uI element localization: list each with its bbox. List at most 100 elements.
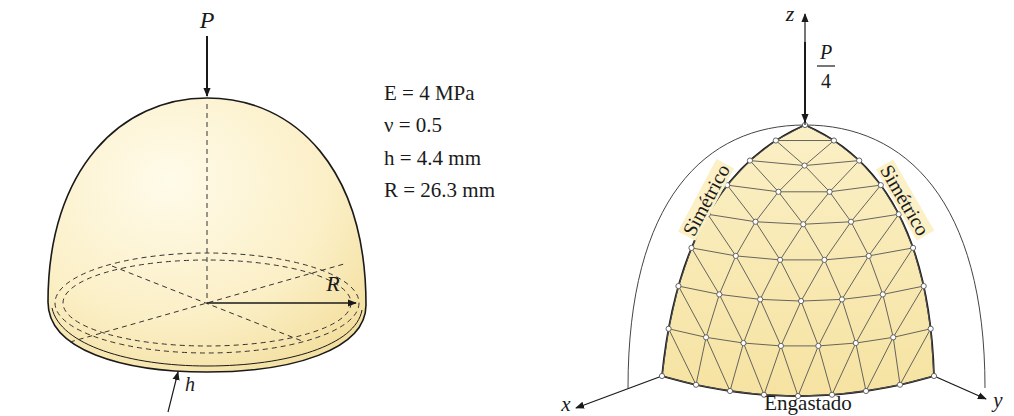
mesh-node (831, 138, 836, 143)
mesh-edge (856, 337, 893, 343)
mesh-edge (678, 286, 719, 294)
mesh-edge (856, 343, 866, 391)
boundary-label: Engastado (764, 393, 851, 414)
mesh-edge (743, 299, 760, 343)
mesh-node (822, 257, 827, 262)
mesh-edge (805, 161, 860, 166)
mesh-edge (706, 337, 730, 391)
mesh-node (733, 253, 738, 258)
mesh-edge (780, 260, 801, 301)
mesh-node (676, 283, 681, 288)
mesh-edge (756, 222, 781, 260)
mesh-node (878, 183, 883, 188)
mesh-edge (798, 346, 818, 396)
mesh-node (866, 253, 871, 258)
mesh-edge (803, 222, 851, 225)
mesh-edge (750, 161, 805, 166)
axis-label: z (786, 3, 795, 25)
mesh-edge (781, 346, 798, 396)
mesh-edge (842, 294, 883, 299)
mesh-edge (883, 286, 924, 294)
mesh-edge (706, 337, 743, 343)
mesh-edge (851, 185, 881, 222)
mesh-node (693, 382, 698, 387)
mesh-edge (736, 222, 756, 256)
mesh-edge (706, 294, 719, 337)
mesh-edge (834, 141, 859, 161)
mesh-edge (842, 256, 869, 300)
mesh-edge (778, 192, 803, 224)
mesh-node (703, 335, 708, 340)
mesh-edge (781, 301, 801, 346)
mesh-edge (824, 222, 851, 260)
mesh-edge (780, 259, 824, 260)
mesh-node (727, 388, 732, 393)
full-dome (48, 36, 366, 412)
mesh-edge (691, 248, 735, 256)
mesh-node (928, 326, 933, 331)
mesh-edge (883, 294, 893, 337)
mesh-edge (805, 141, 834, 166)
mesh-edge (830, 185, 881, 192)
mesh-edge (801, 260, 824, 301)
mesh-edge (924, 286, 931, 329)
mesh-node (848, 219, 853, 224)
mesh-edge (669, 329, 696, 385)
mesh-edge (669, 286, 679, 329)
mesh-node (747, 158, 752, 163)
mesh-edge (900, 376, 934, 385)
mesh-edge (730, 343, 743, 391)
load-label: P (200, 8, 215, 32)
mesh-edge (893, 329, 930, 338)
mesh-edge (736, 256, 780, 260)
parameter-text: R = 26.3 mm (384, 180, 495, 201)
thickness-label: h (185, 374, 195, 394)
mesh-node (801, 222, 806, 227)
mesh-edge (818, 346, 832, 395)
mesh-node (778, 257, 783, 262)
mesh-edge (743, 343, 764, 395)
mesh-edge (931, 329, 934, 376)
mesh-edge (869, 214, 899, 256)
mesh-edge (900, 329, 931, 385)
mesh-node (741, 340, 746, 345)
mesh-edge (719, 294, 743, 343)
mesh-node (816, 343, 821, 348)
load-fraction-denominator: 4 (821, 71, 831, 91)
mesh-edge (691, 248, 719, 295)
mesh-node (666, 326, 671, 331)
mesh-node (897, 382, 902, 387)
mesh-edge (851, 222, 869, 256)
mesh-node (931, 373, 936, 378)
mesh-edge (776, 140, 834, 141)
mesh-node (802, 163, 807, 168)
quarter-model (576, 14, 986, 408)
mesh-edge (760, 260, 780, 300)
mesh-edge (778, 166, 804, 192)
mesh-node (857, 158, 862, 163)
mesh-edge (696, 337, 706, 384)
mesh-edge (727, 185, 778, 192)
mesh-edge (756, 222, 804, 225)
mesh-edge (750, 141, 776, 161)
mesh-edge (818, 299, 842, 346)
mesh-node (798, 298, 803, 303)
mesh-edge (662, 329, 669, 376)
parameter-text: E = 4 MPa (384, 83, 475, 104)
mesh-edge (756, 192, 779, 222)
mesh-edge (805, 125, 834, 141)
parameter-text: h = 4.4 mm (384, 148, 481, 169)
mesh-edge (818, 343, 855, 346)
mesh-edge (678, 286, 706, 337)
mesh-edge (781, 345, 818, 346)
mesh-edge (803, 224, 824, 260)
mesh-node (910, 245, 915, 250)
mesh-edge (851, 214, 899, 222)
mesh-edge (662, 376, 696, 385)
mesh-node (773, 138, 778, 143)
mesh-node (776, 189, 781, 194)
mesh-node (717, 292, 722, 297)
mesh-edge (866, 385, 900, 391)
mesh-edge (803, 192, 829, 224)
